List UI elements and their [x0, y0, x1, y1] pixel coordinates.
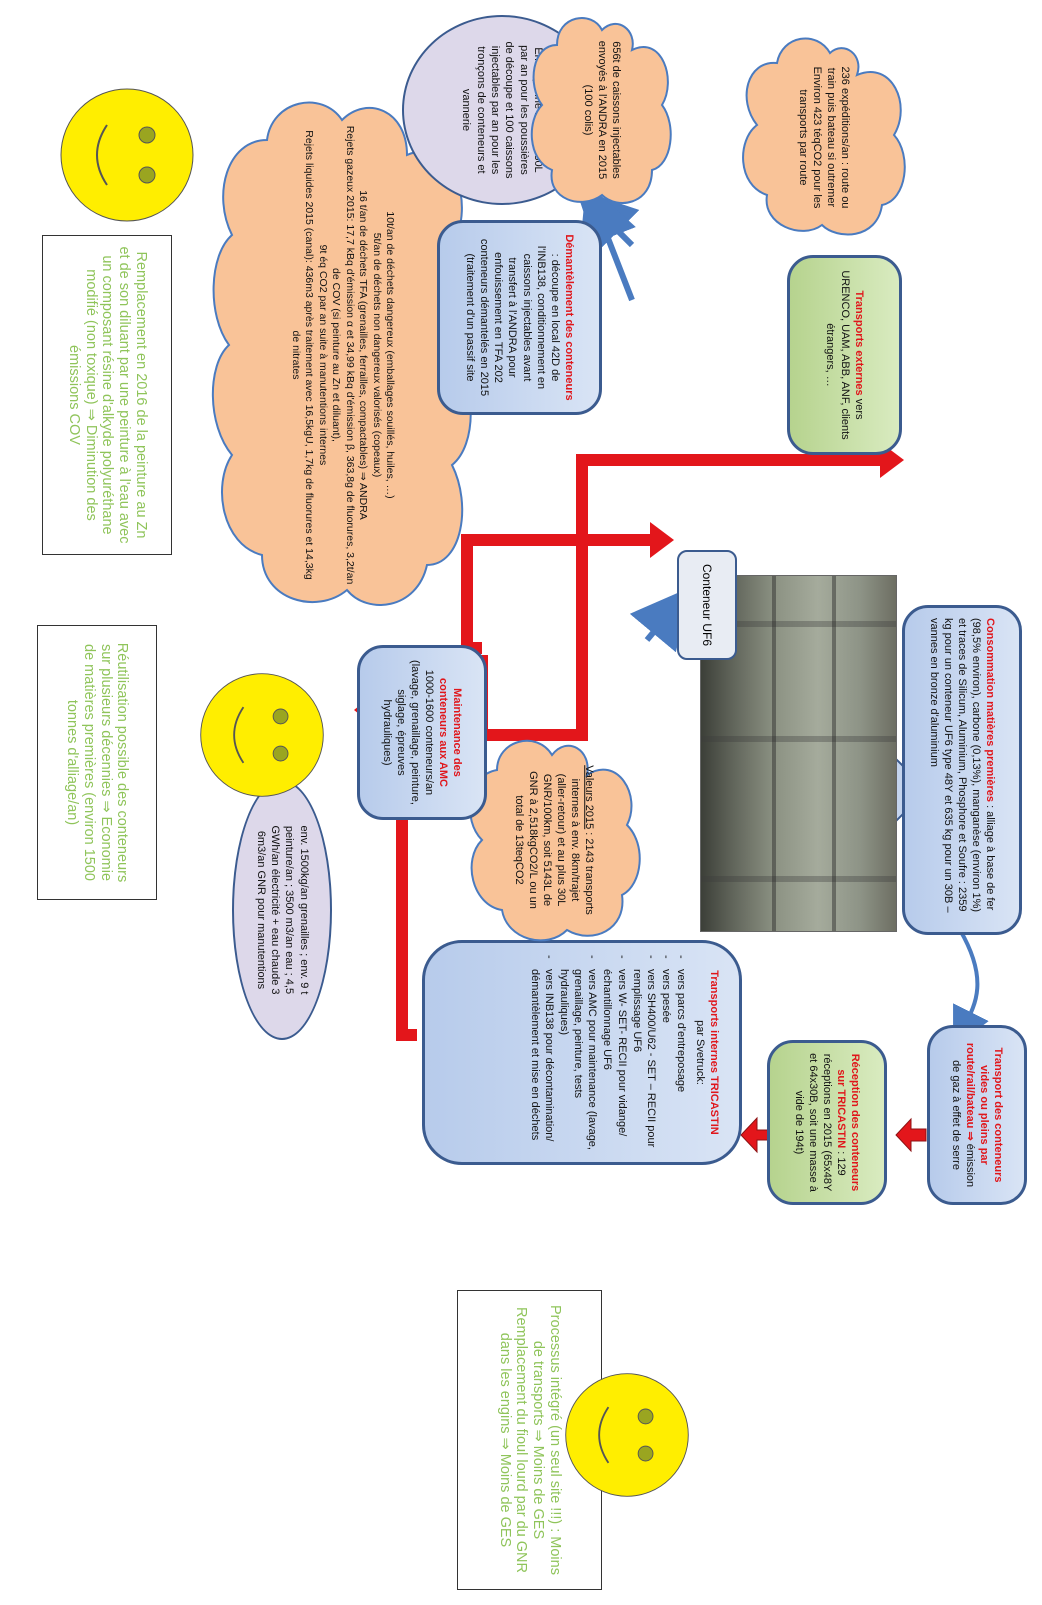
cloud-shape	[742, 37, 906, 236]
internal-transport-item: vers INB138 pour décontamination/ démant…	[528, 953, 556, 1152]
shipments-cloud: 236 expéditions/an : route ou train puis…	[737, 35, 912, 240]
waste-line: 9t éq CO2 par an suite à manutentions in…	[316, 244, 329, 466]
internal-transport-title: Transports internes TRICASTIN	[707, 953, 721, 1152]
shipments-text: 236 expéditions/an : route ou train puis…	[797, 66, 852, 209]
values-2015-title: Valeurs 2015	[583, 765, 596, 830]
container-photo-label: Conteneur UF6	[677, 550, 737, 660]
consumption-box: Consommation matières premières : alliag…	[902, 605, 1022, 935]
waste-line: 10t/an de déchets dangereux (emballages …	[383, 211, 396, 499]
amc-consumption-text: env. 1500kg/an grenailles ; env. 9 t pei…	[254, 825, 310, 995]
consumption-title: Consommation matières premières	[984, 618, 997, 803]
cloud-shape	[469, 739, 641, 942]
dismantling-title: Démantèlement des conteneurs	[562, 234, 575, 401]
internal-transport-item: vers parcs d'entreposage	[674, 953, 688, 1152]
dismantling-text: : découpe en local 42D de l'INB138, cond…	[464, 238, 561, 397]
reception-box: Réception des conteneurs sur TRICASTIN :…	[767, 1040, 887, 1205]
external-transport-title: Transports externes	[852, 290, 865, 396]
waste-line: Rejets liquides 2015 (canal): 436m3 aprè…	[289, 130, 316, 580]
waste-text-wrap: 10t/an de déchets dangereux (emballages …	[288, 95, 396, 615]
dismantling-content: Démantèlement des conteneurs : découpe e…	[463, 233, 576, 402]
smiley-face-icon	[60, 88, 194, 222]
caissons-cloud: 656t de caissons injectables envoyés à l…	[527, 10, 677, 210]
red-arrow-to-demantelement-head	[650, 522, 674, 558]
note-peinture-text: Remplacement en 2016 de la peinture au Z…	[66, 246, 149, 544]
waste-line: Rejets gazeux 2015: 17,7 kBq d'émission …	[330, 125, 356, 585]
smiley-face-icon	[565, 1373, 689, 1497]
note-reutilisation-text: Réutilisation possible des conteneurs su…	[64, 642, 131, 883]
smiley-face-icon	[200, 673, 324, 797]
internal-transport-item: vers pesée	[659, 953, 673, 1152]
maintenance-title: Maintenance des conteneurs aux AMC	[437, 677, 464, 787]
waste-line: 5t/an de déchets non dangereux valorisés…	[370, 232, 383, 478]
red-arrow-to-demantelement	[461, 534, 652, 654]
cloud-shape	[530, 17, 672, 204]
values-2015-cloud: Valeurs 2015 : 2143 transports internes …	[462, 735, 647, 945]
values-2015-text-wrap: Valeurs 2015 : 2143 transports internes …	[512, 735, 596, 945]
note-reutilisation: Réutilisation possible des conteneurs su…	[37, 625, 157, 900]
maintenance-text: 1000-1600 conteneurs/an (lavage, grenail…	[380, 660, 436, 805]
curved-arrow	[953, 928, 989, 1048]
consumption-content: Consommation matières premières : alliag…	[927, 618, 997, 922]
caissons-text-wrap: 656t de caissons injectables envoyés à l…	[581, 10, 623, 210]
internal-transport-item: vers SH400/U62 - SET – RECII pour rempli…	[630, 953, 658, 1152]
amc-consumption-ellipse: env. 1500kg/an grenailles ; env. 9 t pei…	[232, 780, 332, 1040]
empty-transport-content: Transport des conteneurs vides ou pleins…	[949, 1038, 1005, 1192]
maintenance-content: Maintenance des conteneurs aux AMC 1000-…	[380, 658, 464, 807]
photo-label-text: Conteneur UF6	[700, 563, 714, 647]
external-transport-content: Transports externes vers URENCO, UAM, AB…	[823, 268, 865, 442]
dismantling-box: Démantèlement des conteneurs : découpe e…	[437, 220, 602, 415]
shipments-text-wrap: 236 expéditions/an : route ou train puis…	[796, 35, 852, 240]
reception-content: Réception des conteneurs sur TRICASTIN :…	[792, 1053, 862, 1192]
caissons-text: 656t de caissons injectables envoyés à l…	[581, 40, 623, 180]
internal-transport-list: vers parcs d'entreposage vers pesée vers…	[527, 953, 689, 1152]
internal-transport-subtitle: par Svetruck:	[693, 1020, 706, 1085]
waste-line: 16 t/an de déchets TFA (grenailles, ferr…	[356, 190, 369, 520]
note-peinture: Remplacement en 2016 de la peinture au Z…	[42, 235, 172, 555]
external-transport-box: Transports externes vers URENCO, UAM, AB…	[787, 255, 902, 455]
internal-transport-item: vers AMC pour maintenance (lavage, grena…	[557, 953, 599, 1152]
internal-transport-box: Transports internes TRICASTIN par Svetru…	[422, 940, 742, 1165]
internal-transport-item: vers W- SET- RECII pour vidange/ échanti…	[600, 953, 628, 1152]
arrow-vides-to-reception	[895, 1117, 927, 1153]
note-processus-text: Processus intégré (un seul site !!!) : M…	[496, 1305, 563, 1575]
maintenance-box: Maintenance des conteneurs aux AMC 1000-…	[357, 645, 487, 820]
internal-transport-title-text: Transports internes TRICASTIN	[708, 970, 720, 1135]
empty-transport-box: Transport des conteneurs vides ou pleins…	[927, 1025, 1027, 1205]
